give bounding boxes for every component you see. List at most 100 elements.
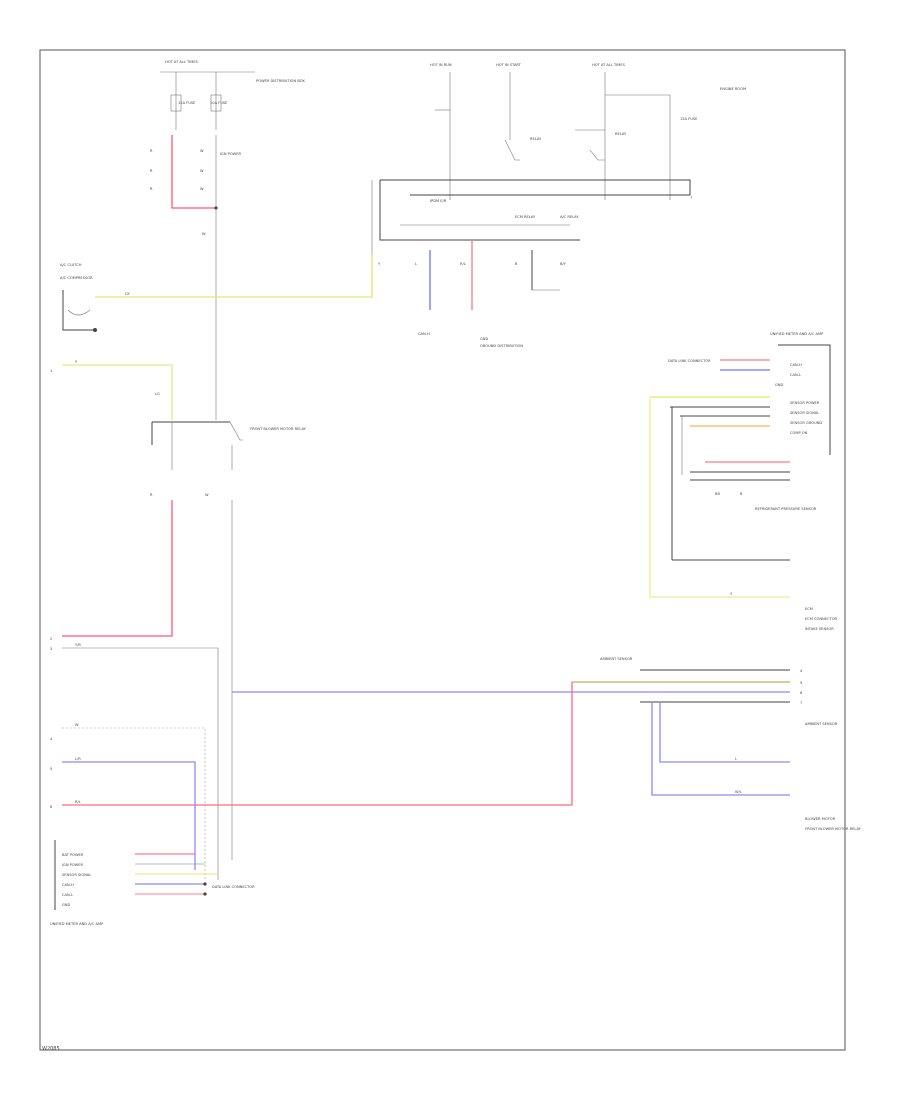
ambient-sensor-label: AMBIENT SENSOR — [600, 657, 633, 661]
relay-a-label: RELAY — [530, 137, 542, 141]
can-h-ipdm-label: CAN-H — [418, 332, 430, 336]
hot-in-run-label: HOT IN RUN — [430, 63, 452, 67]
can-l-bottom-label: CAN-L — [62, 893, 73, 897]
blue-wire-right-2 — [651, 702, 790, 796]
ign-power-label: IGN POWER — [220, 152, 241, 156]
mid-left-relay: 1 Y LG FRONT BLOWER MOTOR RELAY R W 2 — [50, 360, 307, 860]
wire-label-rl-ipdm: R/L — [460, 262, 466, 266]
sensor-signal-bottom-label: SENSOR SIGNAL — [62, 873, 91, 877]
top-left-fuse-block: HOT AT ALL TIMES 15A FUSE 10A FUSE POWER… — [150, 60, 305, 420]
ecm-relay-label: ECM RELAY — [515, 215, 536, 219]
coil-icon — [67, 309, 91, 316]
pin-1-left: 1 — [50, 369, 52, 373]
fuse-a-label: 15A FUSE — [178, 101, 196, 105]
pin-5-right: 5 — [800, 681, 802, 685]
relay-frame-mid — [151, 421, 230, 445]
front-blower-relay-label: FRONT BLOWER MOTOR RELAY — [250, 427, 307, 431]
data-link-bottom-label: DATA LINK CONNECTOR — [212, 885, 255, 889]
wire-label-gy-clutch: GY — [125, 292, 131, 296]
ac-compressor-label: A/C COMPRESSOR — [60, 276, 93, 280]
red-wire-fuse — [171, 135, 216, 209]
wire-label-by-ipdm: B/Y — [560, 262, 567, 266]
pin-8-left: 8 — [50, 805, 53, 809]
pin-3-left: 3 — [50, 647, 52, 651]
wire-label-yr-lower: Y/R — [75, 643, 81, 647]
power-distribution-box-label: POWER DISTRIBUTION BOX — [256, 79, 305, 83]
hot-at-all-times-label: HOT AT ALL TIMES — [165, 60, 199, 64]
pin-2-left: 2 — [50, 637, 52, 641]
can-h-bottom-label: CAN-H — [62, 883, 74, 887]
unified-meter-label: UNIFIED METER AND A/C AMP — [770, 332, 824, 336]
fuse-relay-label: 15A FUSE — [680, 117, 698, 121]
ac-clutch-label: A/C CLUTCH — [60, 263, 82, 267]
wire-label-y-ipdm: Y — [378, 262, 381, 266]
fuse-b-label: 10A FUSE — [210, 101, 228, 105]
wire-label-w-1: W — [200, 149, 204, 153]
dark-wires-sensor — [690, 471, 790, 481]
wire-label-lr-bottom: L/R — [75, 757, 81, 761]
wire-label-r-2: R — [150, 169, 153, 173]
wire-label-b-sensor: B — [740, 492, 743, 496]
bottom-left-connector: 4 W 5 L/R BAT POWER IGN POWER SENSOR SIG… — [50, 723, 255, 926]
comp-on-label: COMP ON — [790, 431, 808, 435]
wire-label-l-ipdm: L — [415, 262, 417, 266]
hot-in-start-label: HOT IN START — [496, 63, 522, 67]
wire-label-rl-lower: R/L — [75, 800, 81, 804]
ground-distribution-a-label: GROUND DISTRIBUTION — [480, 344, 523, 348]
wire-label-y-ecm: Y — [730, 592, 733, 596]
red-wire-vertical — [62, 682, 573, 806]
pin-4-left: 4 — [50, 737, 53, 741]
wire-label-w-4: W — [202, 232, 206, 236]
wire-label-r-mid: R — [150, 493, 153, 497]
blue-wire-bottom — [62, 761, 196, 870]
pin-4-right: 4 — [800, 669, 803, 673]
ambient-sensor-right-label: AMBIENT SENSOR — [805, 722, 838, 726]
ign-power-bottom-label: IGN POWER — [62, 863, 83, 867]
can-h-right-label: CAN-H — [790, 363, 802, 367]
ac-clutch-block: A/C CLUTCH A/C COMPRESSOR GY — [60, 255, 373, 332]
lower-wires: 3 Y/R AMBIENT SENSOR 4 5 6 7 8 R/L AMBIE… — [50, 643, 862, 880]
wire-label-w-2: W — [200, 169, 204, 173]
hot-all-times-label: HOT AT ALL TIMES — [592, 63, 626, 67]
wire-label-r-1: R — [150, 149, 153, 153]
sensor-signal-label: SENSOR SIGNAL — [790, 411, 819, 415]
relay-b-label: RELAY — [615, 132, 627, 136]
yellow-wire-clutch — [95, 255, 373, 298]
wire-label-w-mid: W — [205, 493, 209, 497]
pin-7-right: 7 — [800, 701, 802, 705]
data-link-label: DATA LINK CONNECTOR — [668, 359, 711, 363]
unified-meter-bottom-label: UNIFIED METER AND A/C AMP — [50, 922, 104, 926]
wire-label-w-3: W — [200, 187, 204, 191]
pin-5-left: 5 — [50, 767, 52, 771]
ipdm-box — [379, 179, 691, 241]
refrigerant-sensor-label: REFRIGERANT PRESSURE SENSOR — [755, 507, 817, 511]
wire-label-l-right: L — [735, 757, 737, 761]
yellow-green-wire — [62, 364, 173, 420]
right-sensor-block: UNIFIED METER AND A/C AMP DATA LINK CONN… — [649, 332, 838, 631]
footer-code: W2085 — [42, 1046, 60, 1052]
can-l-right-label: CAN-L — [790, 373, 801, 377]
wire-label-b-ipdm: B — [515, 262, 518, 266]
yellow-wire-ecm — [649, 397, 790, 598]
ecm-connector-label: ECM CONNECTOR — [805, 617, 838, 621]
ac-relay-label: A/C RELAY — [560, 215, 579, 219]
wire-label-w-bottom: W — [75, 723, 79, 727]
fuse-b-icon — [210, 94, 222, 112]
unified-meter-bracket — [778, 344, 831, 455]
intake-sensor-label: INTAKE SENSOR — [805, 627, 834, 631]
top-relay-block: HOT IN RUN HOT IN START HOT AT ALL TIMES… — [371, 63, 746, 348]
sensor-power-label: SENSOR POWER — [790, 401, 820, 405]
ground-ipdm-label: GND — [480, 337, 488, 341]
ecm-label: ECM — [805, 607, 813, 611]
wire-label-r-3: R — [150, 187, 153, 191]
ipdm-label: IPDM E/R — [430, 199, 447, 203]
pin-6-right: 6 — [800, 691, 803, 695]
blue-wire-right — [659, 702, 790, 763]
ground-bottom-label: GND — [62, 903, 70, 907]
bat-power-label: BAT POWER — [62, 853, 84, 857]
wire-label-lg-mid: LG — [155, 392, 160, 396]
fuse-a-icon — [170, 94, 182, 112]
wire-label-y-mid: Y — [75, 360, 78, 364]
front-blower-label: FRONT BLOWER MOTOR RELAY — [805, 827, 862, 831]
